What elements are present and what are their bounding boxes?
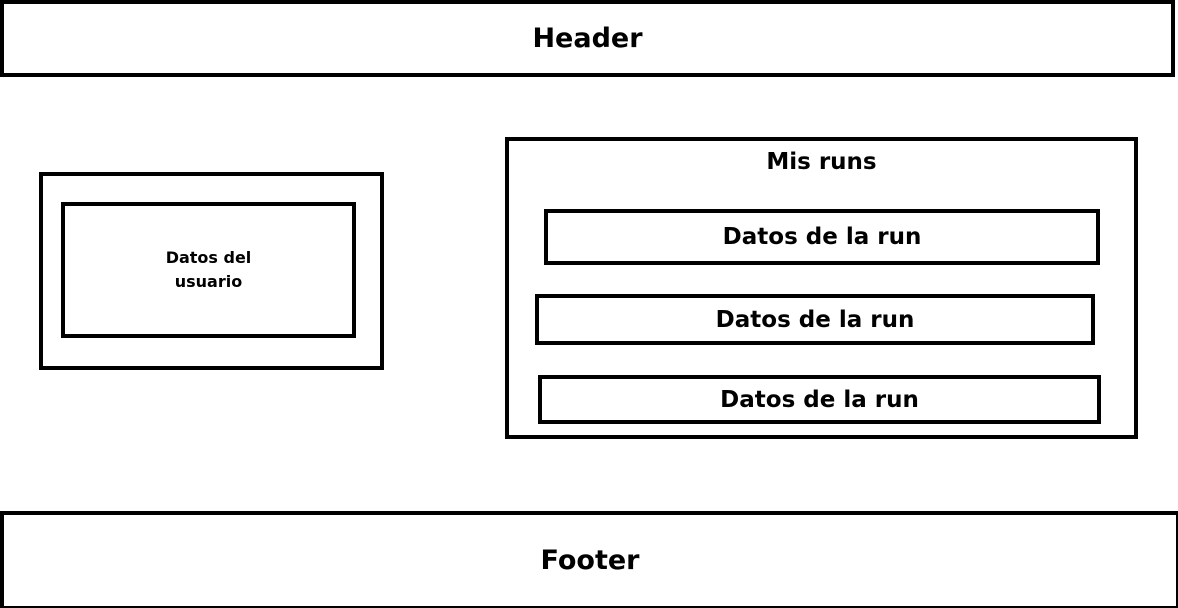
run-row-label: Datos de la run — [722, 224, 922, 250]
header-box: Header — [0, 0, 1175, 77]
run-row: Datos de la run — [535, 294, 1095, 345]
header-label: Header — [532, 23, 643, 54]
user-data-label: Datos del usuario — [166, 246, 252, 294]
run-row-label: Datos de la run — [715, 306, 915, 333]
runs-panel-title: Mis runs — [766, 149, 877, 175]
run-row: Datos de la run — [544, 209, 1100, 265]
footer-box: Footer — [0, 511, 1178, 608]
user-data-label-line2: usuario — [174, 272, 243, 291]
footer-label: Footer — [540, 545, 640, 576]
run-row: Datos de la run — [538, 375, 1101, 424]
user-data-box: Datos del usuario — [61, 202, 356, 338]
user-data-label-line1: Datos del — [165, 248, 252, 267]
run-row-label: Datos de la run — [720, 386, 919, 413]
